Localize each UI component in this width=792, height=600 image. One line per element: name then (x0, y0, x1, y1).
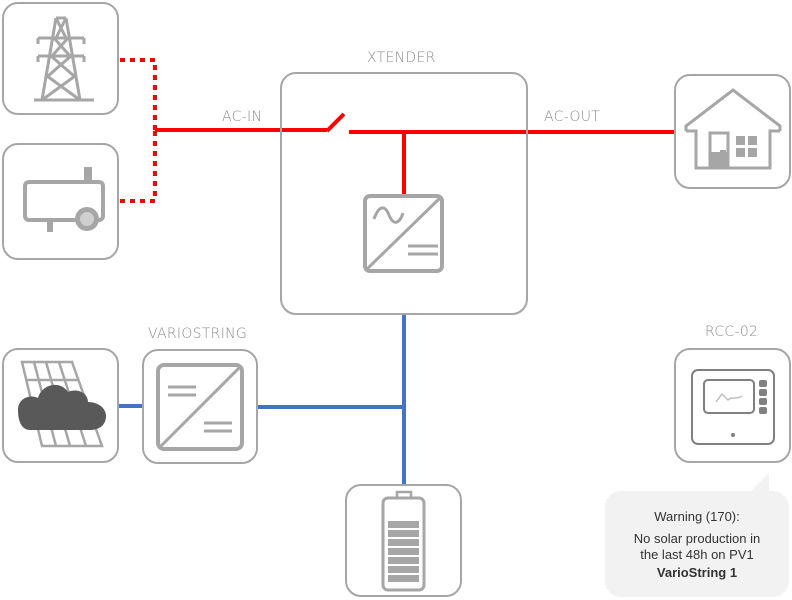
inverter-icon (363, 194, 444, 273)
ac-wire-grid (120, 58, 157, 130)
warning-message-line1: No solar production in (633, 531, 761, 546)
generator-icon (23, 167, 105, 232)
warning-message-line2: the last 48h on PV1 (640, 547, 754, 562)
xtender-node[interactable] (280, 72, 528, 315)
warning-title: Warning (170): (654, 509, 740, 524)
power-pylon-icon (34, 16, 94, 102)
battery-icon (381, 490, 426, 592)
remote-control-icon (691, 369, 775, 445)
ac-in-label: AC-IN (222, 109, 263, 125)
warning-tooltip: Warning (170): No solar production in th… (605, 473, 789, 597)
ac-out-label: AC-OUT (544, 109, 601, 125)
tooltip-tail (749, 473, 769, 493)
rcc-label: RCC-02 (705, 324, 759, 340)
solar-node[interactable] (2, 348, 119, 463)
house-icon (684, 88, 782, 170)
ac-wire-generator (120, 130, 157, 203)
variostring-label: VARIOSTRING (148, 326, 248, 342)
grid-node[interactable] (2, 2, 119, 115)
solar-panel-cloud-icon (18, 360, 106, 448)
xtender-label: XTENDER (367, 50, 436, 66)
dc-dc-converter-icon (156, 363, 244, 451)
battery-node[interactable] (345, 484, 462, 597)
rcc-node[interactable] (674, 348, 791, 463)
transfer-switch (325, 112, 346, 133)
generator-node[interactable] (2, 143, 119, 260)
variostring-node[interactable] (142, 349, 258, 464)
warning-device: VarioString 1 (656, 565, 738, 580)
house-node[interactable] (674, 74, 791, 189)
